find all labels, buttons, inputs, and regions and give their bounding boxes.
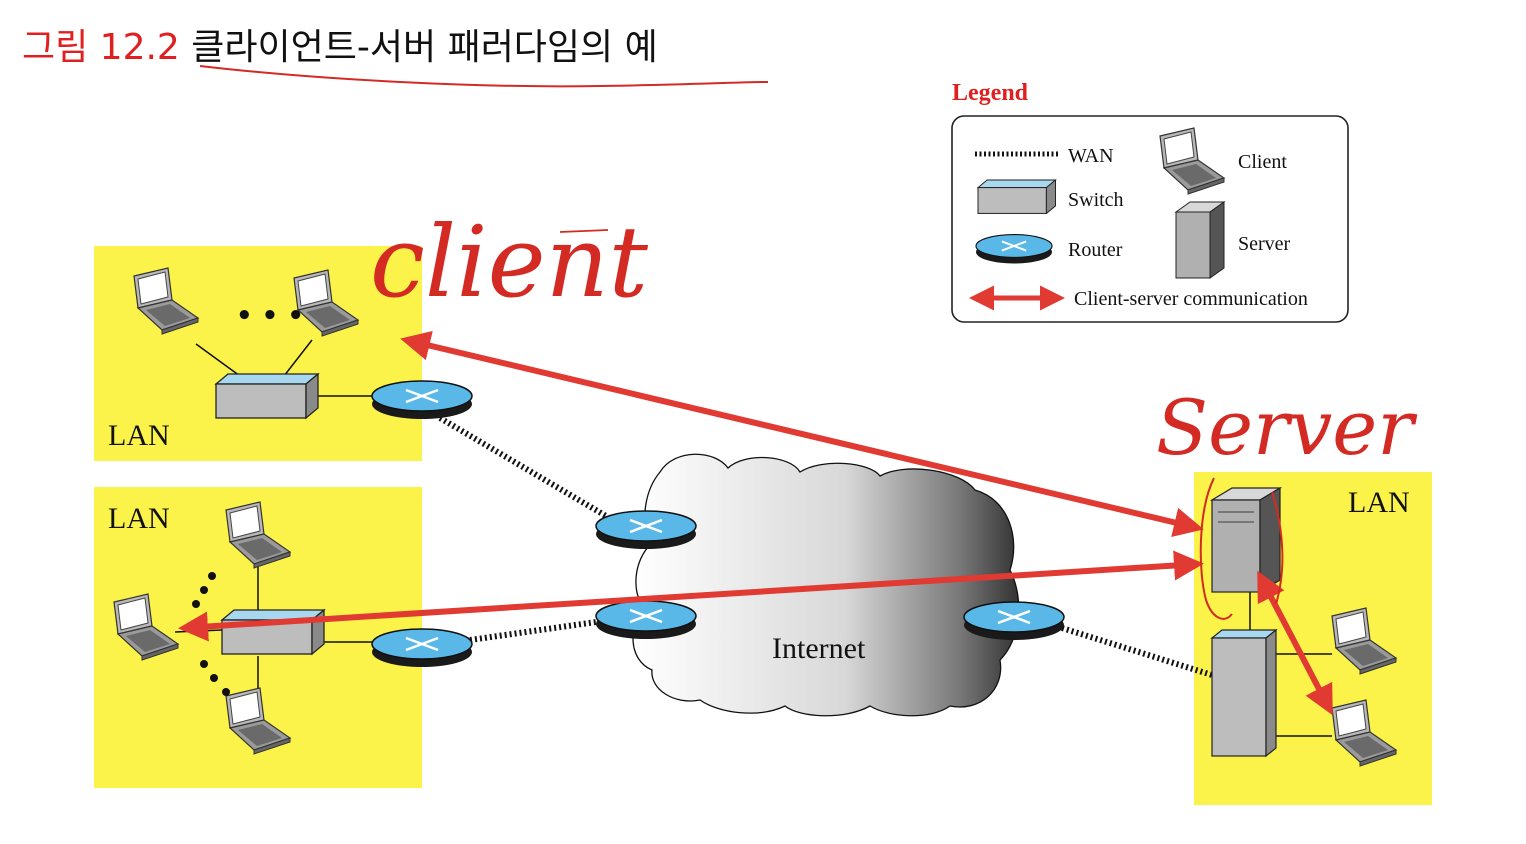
legend-wan-label: WAN [1068, 145, 1114, 167]
dots-lower [200, 660, 230, 696]
router-icon [370, 627, 474, 669]
comm-arrow-bottom [178, 550, 1204, 642]
lan-label-bottom-left: LAN [108, 502, 170, 535]
switch-icon [215, 373, 319, 419]
handwritten-circle [1199, 477, 1233, 620]
legend-box [951, 115, 1349, 323]
router-icon [594, 509, 698, 551]
legend-client-label: Client [1238, 151, 1287, 173]
handwritten-server: Server [1156, 383, 1418, 472]
wire [195, 343, 241, 377]
internet-label: Internet [772, 632, 866, 665]
legend-server-icon [1174, 201, 1226, 279]
handwritten-client: client [370, 206, 649, 320]
lan-label-top-left: LAN [108, 419, 170, 452]
server-icon [1209, 486, 1283, 594]
wan-link-right [1061, 625, 1213, 678]
router-icon [370, 379, 474, 421]
legend-router-label: Router [1068, 239, 1123, 261]
switch-icon [221, 609, 325, 655]
ellipsis: • • • [236, 301, 304, 331]
legend-switch-icon [977, 179, 1057, 214]
lan-label-right: LAN [1348, 486, 1410, 519]
figure-title: 클라이언트-서버 패러다임의 예 [191, 27, 658, 68]
router-icon [962, 600, 1066, 642]
heading-underline [199, 65, 769, 88]
figure-label: 그림 12.2 [22, 27, 180, 68]
legend-title: Legend [952, 80, 1029, 106]
legend-comm-label: Client-server communication [1074, 288, 1308, 310]
wan-link-top-left [438, 415, 608, 519]
wire [283, 339, 313, 377]
legend-switch-label: Switch [1068, 189, 1124, 211]
page-title: 그림 12.2 클라이언트-서버 패러다임의 예 [22, 18, 658, 70]
router-icon [594, 599, 698, 641]
legend-server-label: Server [1238, 233, 1291, 255]
handwritten-circle [1271, 491, 1284, 605]
comm-arrow-local [1257, 570, 1333, 716]
legend-router-icon [975, 233, 1053, 265]
switch-icon [1210, 628, 1278, 758]
wan-link-bottom-left [469, 619, 597, 643]
handwritten-stroke [559, 229, 609, 233]
comm-arrow-top [400, 330, 1204, 538]
